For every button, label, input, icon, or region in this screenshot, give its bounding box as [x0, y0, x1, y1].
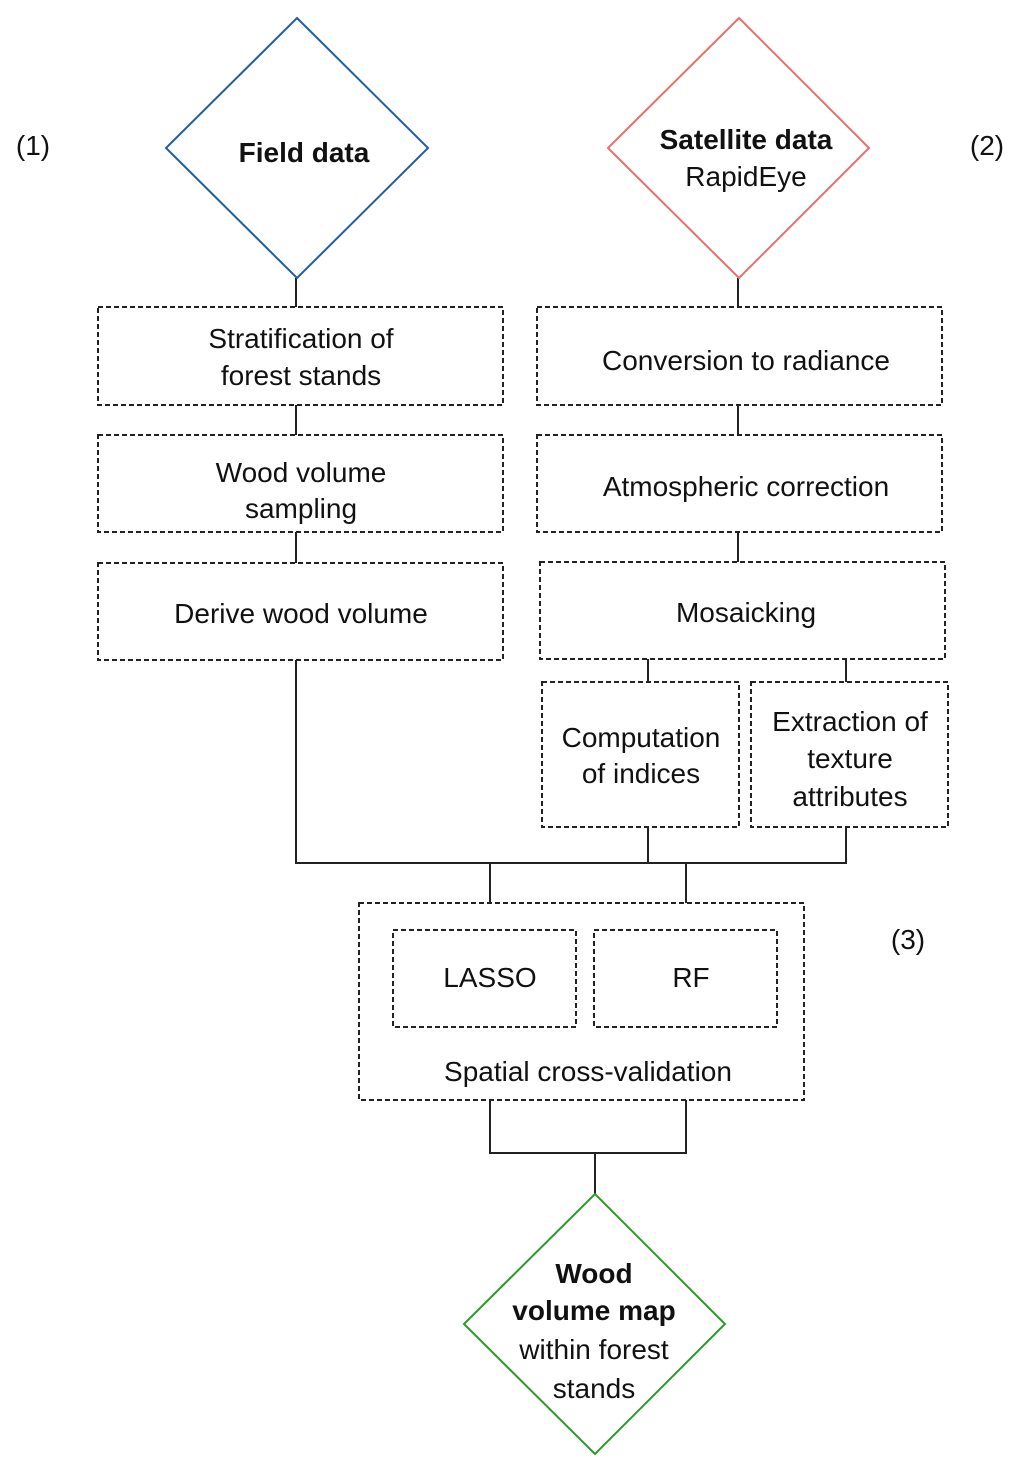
texture-line-2: texture	[807, 743, 893, 774]
rf-box-frame	[593, 929, 778, 1028]
stratification-box: Stratification of forest stands	[97, 306, 504, 406]
mosaicking-box-frame	[539, 561, 946, 660]
step-label-3: (3)	[891, 924, 925, 955]
atmospheric-box-frame	[536, 434, 943, 533]
atmospheric-label: Atmospheric correction	[603, 471, 889, 502]
mosaicking-box: Mosaicking	[539, 561, 946, 660]
indices-line-2: of indices	[582, 758, 700, 789]
rf-label: RF	[672, 962, 709, 993]
field-data-title: Field data	[239, 137, 370, 168]
radiance-box: Conversion to radiance	[536, 306, 943, 406]
derive-box-frame	[97, 562, 504, 661]
radiance-label: Conversion to radiance	[602, 345, 890, 376]
satellite-data-diamond	[606, 16, 871, 280]
indices-box-frame	[541, 681, 740, 828]
satellite-data-subtitle: RapidEye	[685, 161, 806, 192]
derive-label: Derive wood volume	[174, 598, 428, 629]
lasso-box-frame	[392, 929, 577, 1028]
derive-box: Derive wood volume	[97, 562, 504, 661]
step-label-2: (2)	[970, 130, 1004, 161]
texture-line-1: Extraction of	[772, 706, 928, 737]
texture-line-3: attributes	[792, 781, 907, 812]
output-line-3: within forest	[518, 1334, 669, 1365]
mosaicking-label: Mosaicking	[676, 597, 816, 628]
sampling-line-2: sampling	[245, 493, 357, 524]
sampling-box-frame	[97, 434, 504, 533]
texture-box-frame	[750, 681, 949, 828]
output-diamond	[462, 1192, 727, 1456]
stratification-line-2: forest stands	[221, 360, 381, 391]
satellite-data-node: Satellite data RapidEye	[606, 16, 871, 280]
indices-box: Computation of indices	[541, 681, 740, 828]
stratification-line-1: Stratification of	[208, 323, 393, 354]
sampling-line-1: Wood volume	[216, 457, 387, 488]
connectors	[295, 278, 847, 1194]
texture-box: Extraction of texture attributes	[750, 681, 949, 828]
output-title-line-2: volume map	[512, 1295, 675, 1326]
field-data-diamond	[164, 16, 430, 280]
stratification-box-frame	[97, 306, 504, 406]
modelling-box: LASSO RF Spatial cross-validation	[358, 902, 805, 1101]
atmospheric-box: Atmospheric correction	[536, 434, 943, 533]
lasso-label: LASSO	[443, 962, 536, 993]
output-title-line-1: Wood	[555, 1258, 632, 1289]
indices-line-1: Computation	[562, 722, 721, 753]
field-data-node: Field data	[164, 16, 430, 280]
step-label-1: (1)	[16, 130, 50, 161]
sampling-box: Wood volume sampling	[97, 434, 504, 533]
radiance-box-frame	[536, 306, 943, 406]
output-node: Wood volume map within forest stands	[462, 1192, 727, 1456]
cross-validation-label: Spatial cross-validation	[444, 1056, 732, 1087]
satellite-data-title: Satellite data	[660, 124, 833, 155]
output-line-4: stands	[553, 1373, 636, 1404]
